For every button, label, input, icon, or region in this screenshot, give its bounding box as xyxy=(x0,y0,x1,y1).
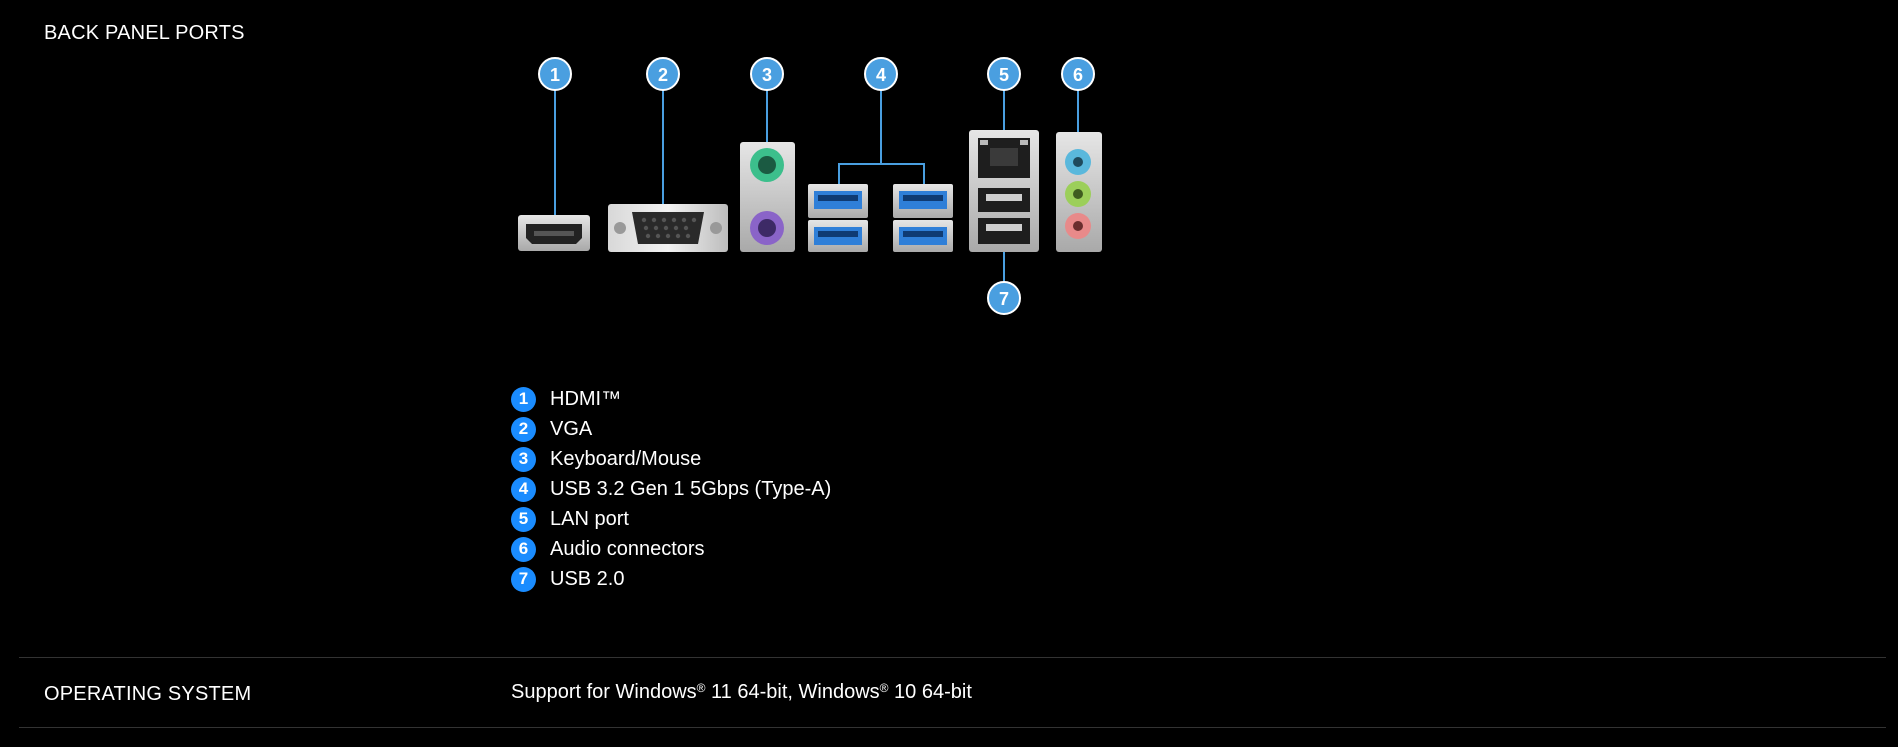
legend-number-icon: 3 xyxy=(511,446,536,472)
legend-number-icon: 1 xyxy=(511,386,536,412)
audio-jacks xyxy=(1056,132,1102,252)
usb3-ports xyxy=(808,184,953,252)
vga-port xyxy=(608,204,728,252)
legend-item: 3 Keyboard/Mouse xyxy=(511,444,831,474)
svg-text:3: 3 xyxy=(762,65,772,85)
legend-item: 6 Audio connectors xyxy=(511,534,831,564)
section-label-operating-system: OPERATING SYSTEM xyxy=(44,683,252,705)
os-text-part: Support for Windows xyxy=(511,681,697,703)
lan-usb2-ports xyxy=(969,130,1039,252)
legend-item: 4 USB 3.2 Gen 1 5Gbps (Type-A) xyxy=(511,474,831,504)
ps2-port xyxy=(740,142,795,252)
callout-3: 3 xyxy=(750,57,784,91)
legend-text: Keyboard/Mouse xyxy=(550,447,702,470)
back-panel-diagram: 1 2 3 4 5 6 7 xyxy=(518,57,1102,315)
svg-text:2: 2 xyxy=(658,65,668,85)
legend-text: LAN port xyxy=(550,507,629,530)
legend-item: 1 HDMI™ xyxy=(511,384,831,414)
legend-number-icon: 6 xyxy=(511,536,536,562)
legend-number-icon: 5 xyxy=(511,506,536,532)
callout-1: 1 xyxy=(538,57,572,91)
svg-text:4: 4 xyxy=(876,65,886,85)
registered-mark: ® xyxy=(879,681,889,695)
os-text-part: 10 64-bit xyxy=(888,681,972,703)
callout-6: 6 xyxy=(1061,57,1095,91)
legend-text: VGA xyxy=(550,417,593,440)
section-divider xyxy=(19,727,1886,728)
legend-item: 2 VGA xyxy=(511,414,831,444)
callout-7: 7 xyxy=(987,281,1021,315)
port-legend: 1 HDMI™ 2 VGA 3 Keyboard/Mouse 4 USB 3.2… xyxy=(511,384,831,594)
legend-text: USB 2.0 xyxy=(550,567,625,590)
legend-text: Audio connectors xyxy=(550,537,705,560)
callout-4: 4 xyxy=(864,57,898,91)
legend-number-icon: 2 xyxy=(511,416,536,442)
legend-item: 5 LAN port xyxy=(511,504,831,534)
svg-text:5: 5 xyxy=(999,65,1009,85)
legend-text: HDMI™ xyxy=(550,387,622,410)
section-label-back-panel: BACK PANEL PORTS xyxy=(44,22,245,44)
legend-number-icon: 4 xyxy=(511,476,536,502)
hdmi-port xyxy=(518,215,590,251)
svg-text:7: 7 xyxy=(999,289,1009,309)
section-divider xyxy=(19,657,1886,658)
legend-number-icon: 7 xyxy=(511,566,536,592)
svg-text:6: 6 xyxy=(1073,65,1083,85)
os-support-text: Support for Windows® 11 64-bit, Windows®… xyxy=(511,681,972,704)
callout-2: 2 xyxy=(646,57,680,91)
svg-text:1: 1 xyxy=(550,65,560,85)
registered-mark: ® xyxy=(696,681,706,695)
callout-5: 5 xyxy=(987,57,1021,91)
legend-text: USB 3.2 Gen 1 5Gbps (Type-A) xyxy=(550,477,832,500)
legend-item: 7 USB 2.0 xyxy=(511,564,831,594)
os-text-part: 11 64-bit, Windows xyxy=(705,681,880,703)
